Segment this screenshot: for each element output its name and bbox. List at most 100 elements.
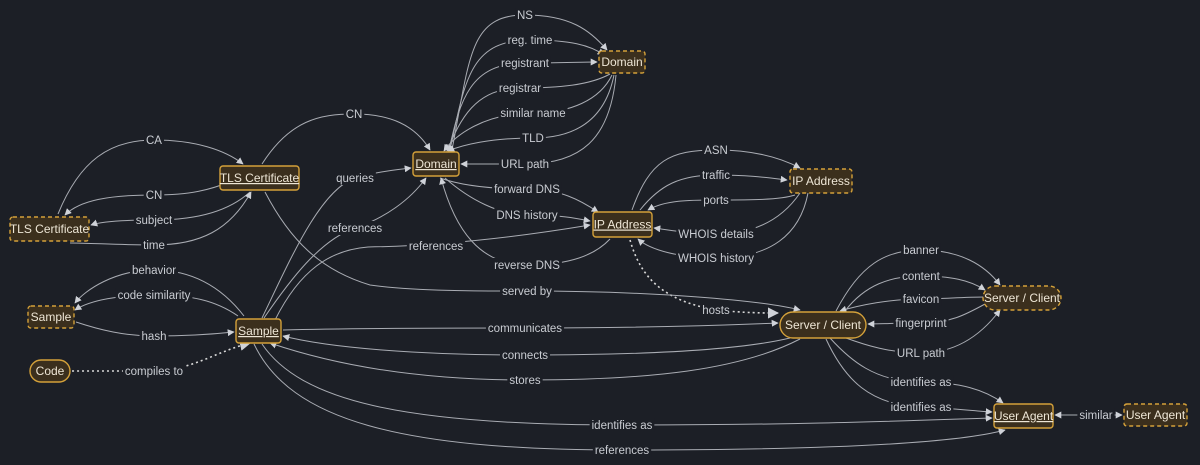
edge-ip_main-to-server_main	[629, 239, 780, 319]
edge-label-background	[676, 227, 756, 241]
edge-label-background	[901, 243, 941, 257]
edge-label: CN	[146, 190, 163, 202]
edge-label-background	[485, 321, 565, 335]
edge-domain_main-to-domain_ext	[451, 14, 608, 151]
edge-label: WHOIS details	[678, 229, 754, 241]
node-domain-ext[interactable]: Domain	[598, 50, 646, 74]
edge-label-background	[499, 56, 551, 70]
node-label: IP Address	[594, 218, 652, 232]
edge-label-background	[492, 182, 562, 196]
edge-label: reverse DNS	[494, 260, 560, 272]
node-server-main[interactable]: Server / Client	[779, 311, 867, 339]
edge-label: identifies as	[592, 420, 653, 432]
node-box	[235, 318, 282, 344]
node-box	[412, 151, 460, 177]
edge-label-background	[343, 107, 365, 121]
node-ua-main[interactable]: User Agent	[993, 403, 1054, 429]
edge-label-background	[494, 208, 560, 222]
edge-label: NS	[517, 10, 533, 22]
edge-label: DNS history	[496, 210, 558, 222]
edge-label: CN	[346, 109, 363, 121]
node-sample-main[interactable]: Sample	[235, 318, 282, 344]
node-tls-main[interactable]: TLS Certificate	[219, 165, 300, 191]
edge-label: banner	[903, 245, 939, 257]
edge-label-background	[675, 251, 757, 265]
edge-label-background	[139, 329, 169, 343]
edge-label: identifies as	[891, 377, 952, 389]
edge-label-background	[334, 171, 376, 185]
node-label: Domain	[415, 157, 456, 171]
edge-label-background	[129, 263, 179, 277]
node-label: Domain	[601, 55, 642, 69]
node-label: Server / Client	[984, 291, 1061, 305]
edge-label: CA	[146, 135, 162, 147]
edge-label: served by	[502, 286, 552, 298]
edge-label: hosts	[702, 305, 730, 317]
edge-label-background	[141, 238, 167, 252]
node-label: Code	[36, 364, 65, 378]
edge-label: subject	[136, 215, 173, 227]
node-box	[1123, 403, 1188, 427]
edge-label: fingerprint	[895, 318, 947, 330]
node-ip-main[interactable]: IP Address	[592, 211, 653, 238]
edge-label-background	[515, 8, 535, 22]
edge-label: similar name	[500, 108, 565, 120]
edge-label: behavior	[132, 265, 176, 277]
edge-label-background	[143, 188, 165, 202]
edge-label: references	[328, 223, 383, 235]
edge-label-background	[492, 258, 562, 272]
edge-label: reg. time	[508, 35, 553, 47]
edge-label: identifies as	[891, 402, 952, 414]
edge-label: favicon	[903, 294, 939, 306]
edge-tls_main-to-server_main	[264, 191, 801, 312]
edge-label-background	[1077, 408, 1115, 422]
edge-label-background	[499, 348, 551, 362]
edge-sample_main-to-ua_main	[261, 343, 993, 426]
edge-label-background	[894, 346, 948, 360]
node-tls-ext[interactable]: TLS Certificate	[9, 216, 90, 242]
node-label: Sample	[238, 324, 279, 338]
node-box	[592, 211, 653, 238]
node-ua-ext[interactable]: User Agent	[1123, 403, 1188, 427]
edge-label: queries	[336, 173, 374, 185]
node-domain-main[interactable]: Domain	[412, 151, 460, 177]
edge-label: time	[143, 240, 165, 252]
edge-label-background	[900, 292, 942, 306]
edge-label: registrar	[499, 83, 541, 95]
node-box	[27, 305, 75, 329]
edge-label-background	[893, 316, 949, 330]
node-box	[982, 285, 1062, 311]
edge-label-background	[701, 193, 731, 207]
edge-label: hash	[142, 331, 167, 343]
edge-sample_main-to-ip_main	[274, 222, 591, 321]
edge-label-background	[133, 213, 175, 227]
node-label: TLS Certificate	[220, 171, 300, 185]
edge-label: similar	[1079, 410, 1112, 422]
node-server-ext[interactable]: Server / Client	[982, 285, 1062, 311]
node-sample-ext[interactable]: Sample	[27, 305, 75, 329]
edge-label-background	[498, 157, 552, 171]
node-label: User Agent	[1126, 408, 1186, 422]
node-ip-ext[interactable]: IP Address	[789, 168, 853, 194]
edges-layer	[57, 14, 1123, 451]
edge-label: ports	[703, 195, 729, 207]
node-code[interactable]: Code	[29, 359, 71, 383]
edge-sample_main-to-domain_main	[261, 165, 412, 319]
edge-label-background	[500, 284, 554, 298]
edge-label-background	[496, 81, 544, 95]
edge-label: URL path	[501, 159, 549, 171]
edge-label-background	[507, 373, 543, 387]
node-box	[993, 403, 1054, 429]
edge-label-background	[888, 400, 954, 414]
edge-label-background	[520, 131, 546, 145]
node-box	[29, 359, 71, 383]
edge-label-background	[589, 418, 655, 432]
node-label: IP Address	[792, 174, 850, 188]
edge-tls_main-to-domain_main	[261, 113, 431, 165]
edge-label-background	[325, 221, 385, 235]
edge-label-background	[115, 288, 193, 302]
edge-label: ASN	[704, 145, 728, 157]
edge-label: references	[595, 445, 650, 457]
